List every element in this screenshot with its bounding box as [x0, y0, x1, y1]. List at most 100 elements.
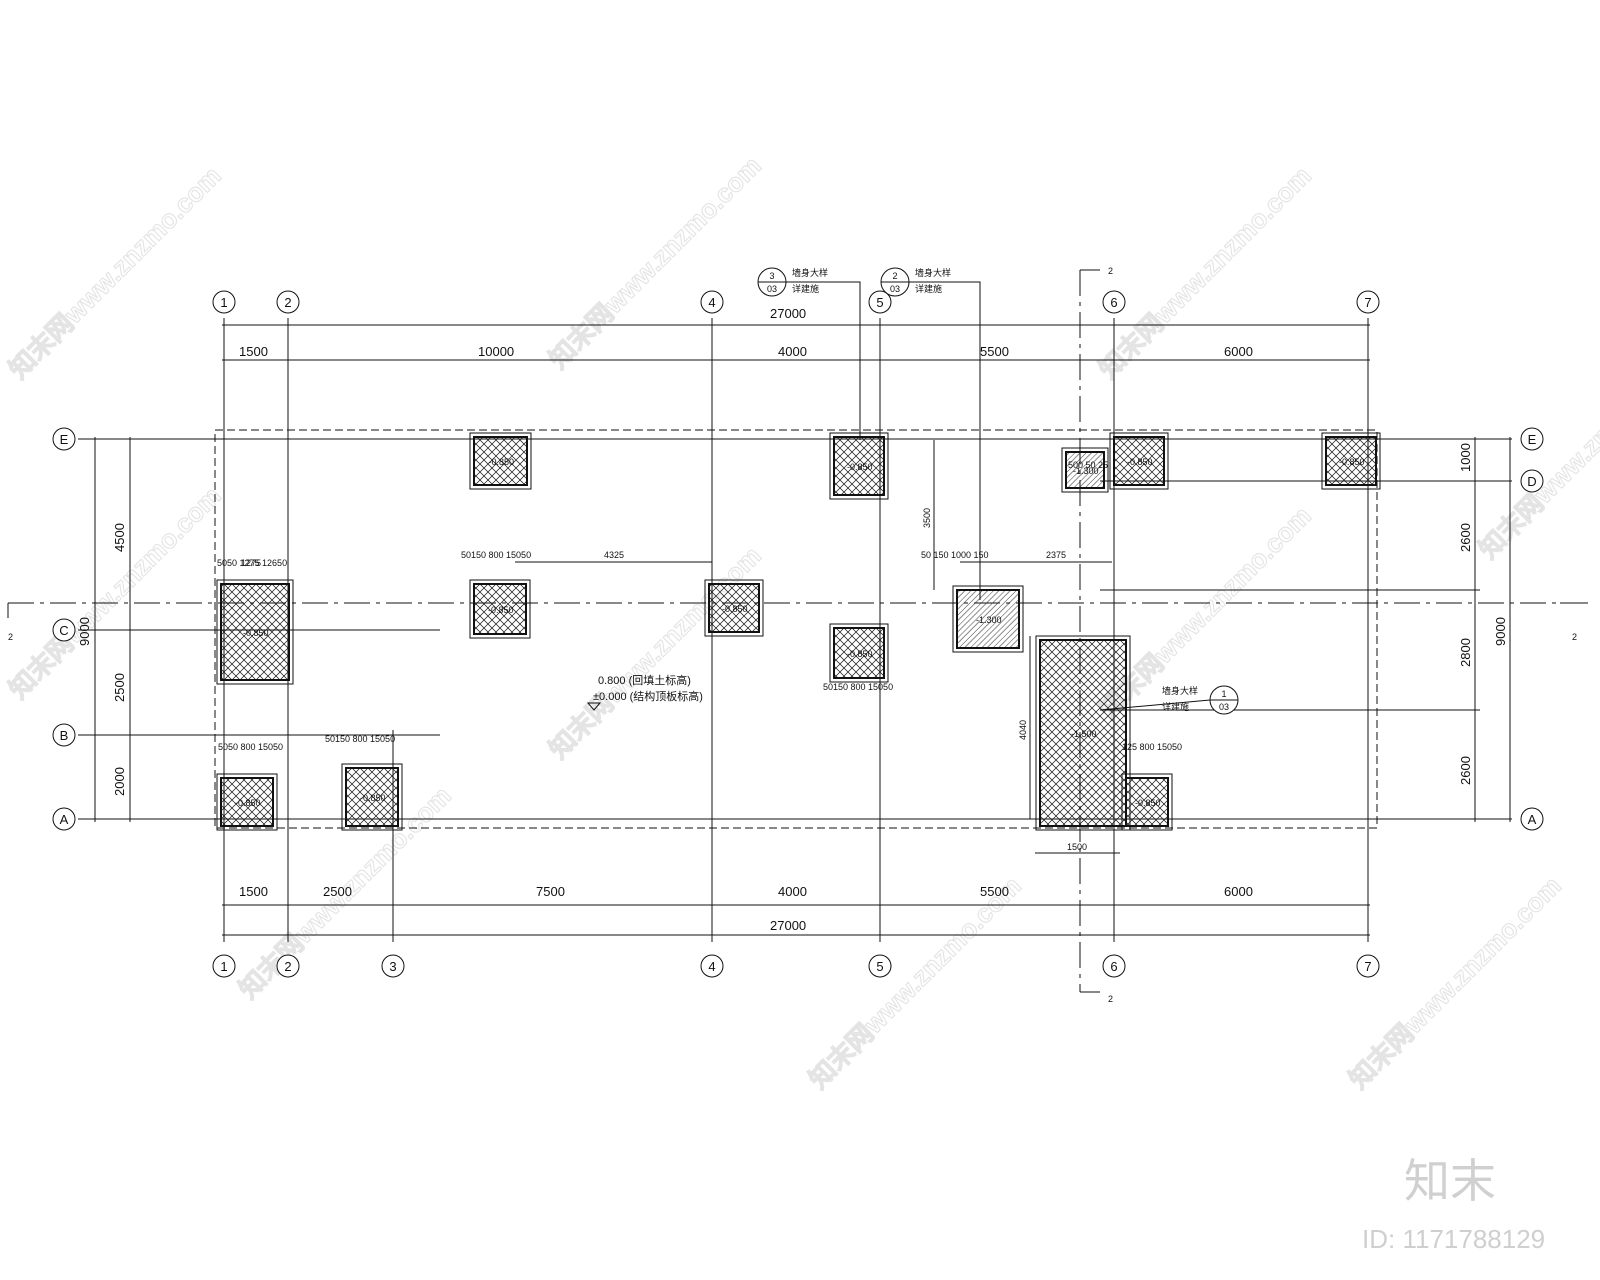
dim-right-inner: 2600 — [1458, 756, 1473, 785]
grid-bubble-top-circle — [212, 290, 236, 314]
interior-dim: 3500 — [922, 508, 932, 528]
footing-dim-string: 50150 800 15050 — [325, 734, 395, 744]
grid-bubble-top-circle — [1102, 290, 1126, 314]
callout-sub: 详建施 — [915, 283, 942, 295]
footing-dim-string: 125 800 15050 — [1122, 742, 1182, 752]
dim-top-segment: 6000 — [1224, 344, 1253, 359]
grid-bubble-bottom-circle — [212, 954, 236, 978]
footing-outer-outline — [1321, 432, 1381, 490]
watermark-text: 知末网www.znzmo.com — [1473, 340, 1600, 564]
grid-bubble-top-label: 1 — [220, 295, 227, 310]
pile-cap-footing: -0.850 — [469, 579, 531, 639]
dim-left-inner: 2000 — [112, 767, 127, 796]
interior-dim: 4040 — [1018, 720, 1028, 740]
footing-dim-string: 50150 800 15050 — [461, 550, 531, 560]
dim-left-outer: 4500 — [112, 523, 127, 552]
footing-body — [473, 583, 527, 635]
brand-id: ID: 1171788129 — [1362, 1224, 1545, 1254]
callout-sheet: 03 — [767, 284, 777, 294]
dim-bottom-segment: 6000 — [1224, 884, 1253, 899]
grid-bubble-top-label: 7 — [1364, 295, 1371, 310]
footing-level-label: -1.300 — [976, 615, 1002, 625]
grid-bubble-left-circle — [52, 807, 76, 831]
footing-outer-outline — [1035, 635, 1131, 831]
grid-bubble-left-circle — [52, 618, 76, 642]
footing-body — [833, 627, 885, 679]
footing-level-label: -0.850 — [1339, 457, 1365, 467]
grid-bubble-bottom-circle — [276, 954, 300, 978]
watermark-text: 知末网www.znzmo.com — [1343, 870, 1567, 1094]
footing-body — [473, 436, 528, 486]
dim-bottom-segment: 2500 — [323, 884, 352, 899]
grid-bubble-bottom-label: 2 — [284, 959, 291, 974]
footing-dim-string: 5050 800 15050 — [218, 742, 283, 752]
dim-right-total: 9000 — [1493, 617, 1508, 646]
interior-dim: 4325 — [604, 550, 624, 560]
footing-level-label: -0.850 — [489, 457, 515, 467]
footing-dim-string: 50150 800 15050 — [823, 682, 893, 692]
dim-bottom-segment: 7500 — [536, 884, 565, 899]
grid-bubble-bottom-label: 6 — [1110, 959, 1117, 974]
footing-body — [1065, 451, 1105, 489]
footing-outer-outline — [952, 585, 1024, 653]
footing-body — [1325, 436, 1377, 486]
footing-level-label: -0.850 — [722, 604, 748, 614]
pile-cap-footing: -0.850 — [1321, 432, 1381, 490]
footing-dim-string: 500 50 25 — [1068, 460, 1108, 470]
grid-bubble-left-label: E — [60, 432, 69, 447]
callout-sub: 详建施 — [792, 283, 819, 295]
callout-title: 墙身大样 — [915, 267, 951, 279]
dim-right-inner: 2800 — [1458, 638, 1473, 667]
grid-bubble-bottom-label: 3 — [389, 959, 396, 974]
pile-cap-footing: -0.850 — [341, 763, 403, 831]
pile-cap-footing: -1.500 — [1035, 635, 1131, 831]
callout-number: 1 — [1221, 689, 1226, 699]
footing-outer-outline — [469, 432, 532, 490]
footing-body — [833, 436, 885, 496]
pile-cap-footing: -0.850 — [829, 432, 889, 500]
grid-bubble-top-circle — [868, 290, 892, 314]
footing-outer-outline — [216, 579, 294, 685]
elevation-note-1: 0.800 (回填土标高) — [598, 673, 691, 687]
grid-bubble-right-label: E — [1528, 432, 1537, 447]
footing-dim-string: 5050 1275 12650 — [217, 558, 287, 568]
footing-level-label: -0.850 — [1127, 457, 1153, 467]
grid-bubble-bottom-label: 1 — [220, 959, 227, 974]
brand-logo: 知末 — [1404, 1154, 1496, 1208]
grid-bubble-right-label: A — [1528, 812, 1537, 827]
footing-outer-outline — [1109, 432, 1169, 490]
footing-level-label: -0.850 — [847, 649, 873, 659]
dim-bottom-segment: 4000 — [778, 884, 807, 899]
dim-left-inner: 2500 — [112, 673, 127, 702]
grid-bubble-left-circle — [52, 723, 76, 747]
footing-level-label: -0.850 — [488, 605, 514, 615]
section-line-vertical — [1079, 269, 1100, 993]
footing-outer-outline — [704, 579, 764, 637]
callout-title: 墙身大样 — [792, 267, 828, 279]
callout-title: 墙身大样 — [1162, 685, 1198, 697]
callout-sheet: 03 — [890, 284, 900, 294]
footing-level-label: -1.500 — [1071, 729, 1097, 739]
watermark-text: 知末网www.znzmo.com — [803, 870, 1027, 1094]
grid-bubble-top-circle — [1356, 290, 1380, 314]
pile-cap-footing: -0.850 — [1121, 773, 1173, 831]
grid-bubble-bottom-circle — [1356, 954, 1380, 978]
pile-cap-footing: -0.850 — [469, 432, 532, 490]
elevation-marker-icon — [586, 702, 602, 711]
pile-cap-footing: -0.850 — [829, 623, 889, 683]
grid-and-dim-lines — [78, 318, 1512, 942]
interior-dim: 1275 — [241, 558, 261, 568]
footing-outer-outline — [469, 579, 531, 639]
footing-level-label: -0.850 — [360, 793, 386, 803]
pile-cap-footing: -0.850 — [1109, 432, 1169, 490]
footing-body — [345, 767, 399, 827]
section-label-bottom: 2 — [1108, 994, 1113, 1004]
footing-body — [1039, 639, 1127, 827]
pile-cap-footing: -0.850 — [216, 579, 294, 685]
grid-bubble-right-circle — [1520, 469, 1544, 493]
watermark-text: 知末网www.znzmo.com — [3, 160, 227, 384]
